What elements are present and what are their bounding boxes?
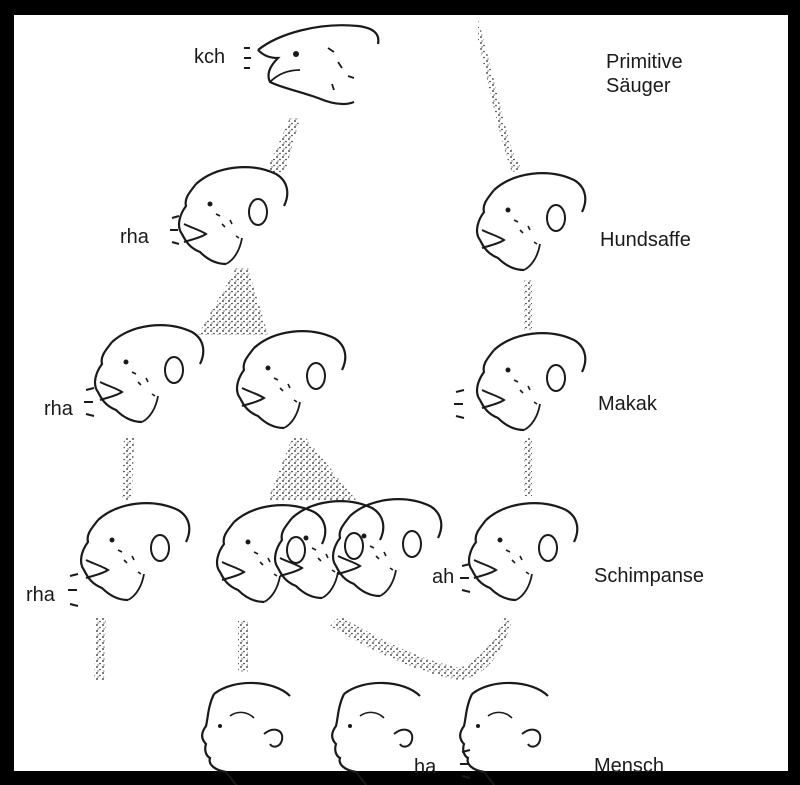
primitive-mammal-head	[258, 25, 378, 104]
label-schimpanse: Schimpanse	[594, 564, 704, 588]
connector-mammal-hundsaffe-left	[266, 118, 300, 172]
label-primitive-saeuger: Primitive Säuger	[606, 50, 683, 98]
mensch-head-3	[460, 683, 548, 785]
hundsaffe-head-right	[477, 173, 585, 270]
connector-mammal-hundsaffe-right	[478, 20, 522, 172]
connector-makak-schimp-right	[524, 438, 532, 496]
makak-head-left	[95, 325, 203, 422]
connector-schimp-mensch-mid	[238, 620, 248, 672]
schimpanse-head-2	[275, 501, 383, 598]
hundsaffe-head-left	[179, 167, 287, 264]
sound-rha-schimpanse: rha	[26, 584, 55, 606]
sound-kch: kch	[194, 46, 225, 68]
vocal-marks	[68, 48, 470, 778]
schimpanse-head-left	[81, 503, 189, 600]
sound-ah: ah	[432, 566, 454, 588]
makak-head-right	[477, 333, 585, 430]
connector-schimp-mensch-right	[330, 616, 512, 680]
label-primitive-line2: Säuger	[606, 74, 683, 98]
makak-head-middle	[237, 331, 345, 428]
connector-makak-schimp-mid	[268, 438, 356, 500]
schimpanse-head-1	[217, 505, 325, 602]
sound-ha: ha	[414, 756, 436, 778]
connector-hundsaffe-makak-left	[198, 268, 268, 335]
label-primitive-line1: Primitive	[606, 50, 683, 74]
label-mensch: Mensch	[594, 754, 664, 778]
connector-makak-schimp-left	[122, 438, 134, 500]
label-hundsaffe: Hundsaffe	[600, 228, 691, 252]
connector-hundsaffe-makak-right	[524, 280, 532, 330]
sound-rha-makak: rha	[44, 398, 73, 420]
schimpanse-head-right	[469, 503, 577, 600]
label-makak: Makak	[598, 392, 657, 416]
connector-schimp-mensch-left	[94, 618, 106, 680]
mensch-head-1	[202, 683, 290, 785]
lineage-connectors	[94, 20, 532, 680]
schimpanse-head-3	[333, 499, 441, 596]
mensch-head-2	[332, 683, 420, 785]
sound-rha-hundsaffe: rha	[120, 226, 149, 248]
